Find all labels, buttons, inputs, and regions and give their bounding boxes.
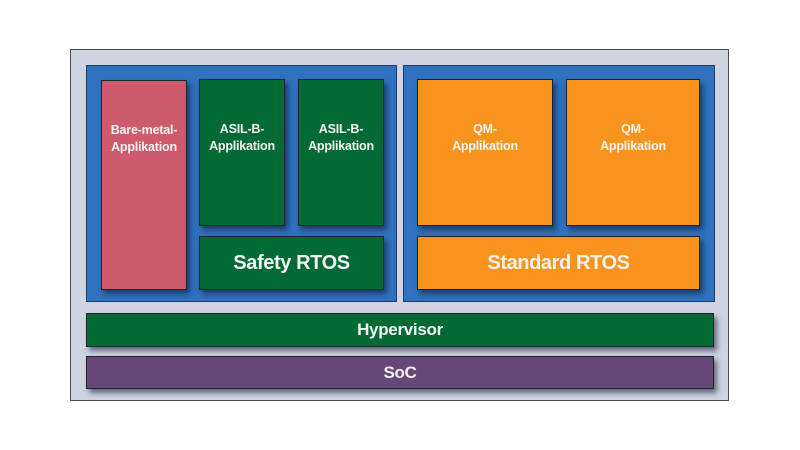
- qm-1-label-line2: Applikation: [452, 139, 518, 153]
- standard-rtos: Standard RTOS: [417, 236, 700, 290]
- bare-metal-label-line1: Bare-metal-: [110, 123, 178, 137]
- soc-label: SoC: [383, 362, 417, 382]
- qm-2-label-line1: QM-: [621, 122, 645, 136]
- hypervisor-layer: Hypervisor: [86, 313, 714, 347]
- qm-2-label-line2: Applikation: [600, 139, 666, 153]
- asil-b-1-label-line2: Applikation: [209, 139, 275, 153]
- asil-b-1-label-line1: ASIL-B-: [219, 122, 265, 136]
- asil-b-2-label-line1: ASIL-B-: [318, 122, 364, 136]
- qm-application-2: QM- Applikation: [566, 79, 700, 226]
- asil-b-2-label-line2: Applikation: [308, 139, 374, 153]
- hypervisor-label: Hypervisor: [357, 320, 443, 339]
- qm-application-1: QM- Applikation: [417, 79, 553, 226]
- asil-b-application-2: ASIL-B- Applikation: [298, 79, 384, 226]
- safety-rtos: Safety RTOS: [199, 236, 384, 290]
- standard-rtos-label: Standard RTOS: [487, 251, 630, 274]
- qm-1-label-line1: QM-: [473, 122, 497, 136]
- bare-metal-label-line2: Applikation: [111, 140, 177, 154]
- asil-b-application-1: ASIL-B- Applikation: [199, 79, 285, 226]
- safety-rtos-label: Safety RTOS: [233, 251, 350, 274]
- bare-metal-application: Bare-metal- Applikation: [101, 80, 187, 290]
- soc-layer: SoC: [86, 356, 714, 389]
